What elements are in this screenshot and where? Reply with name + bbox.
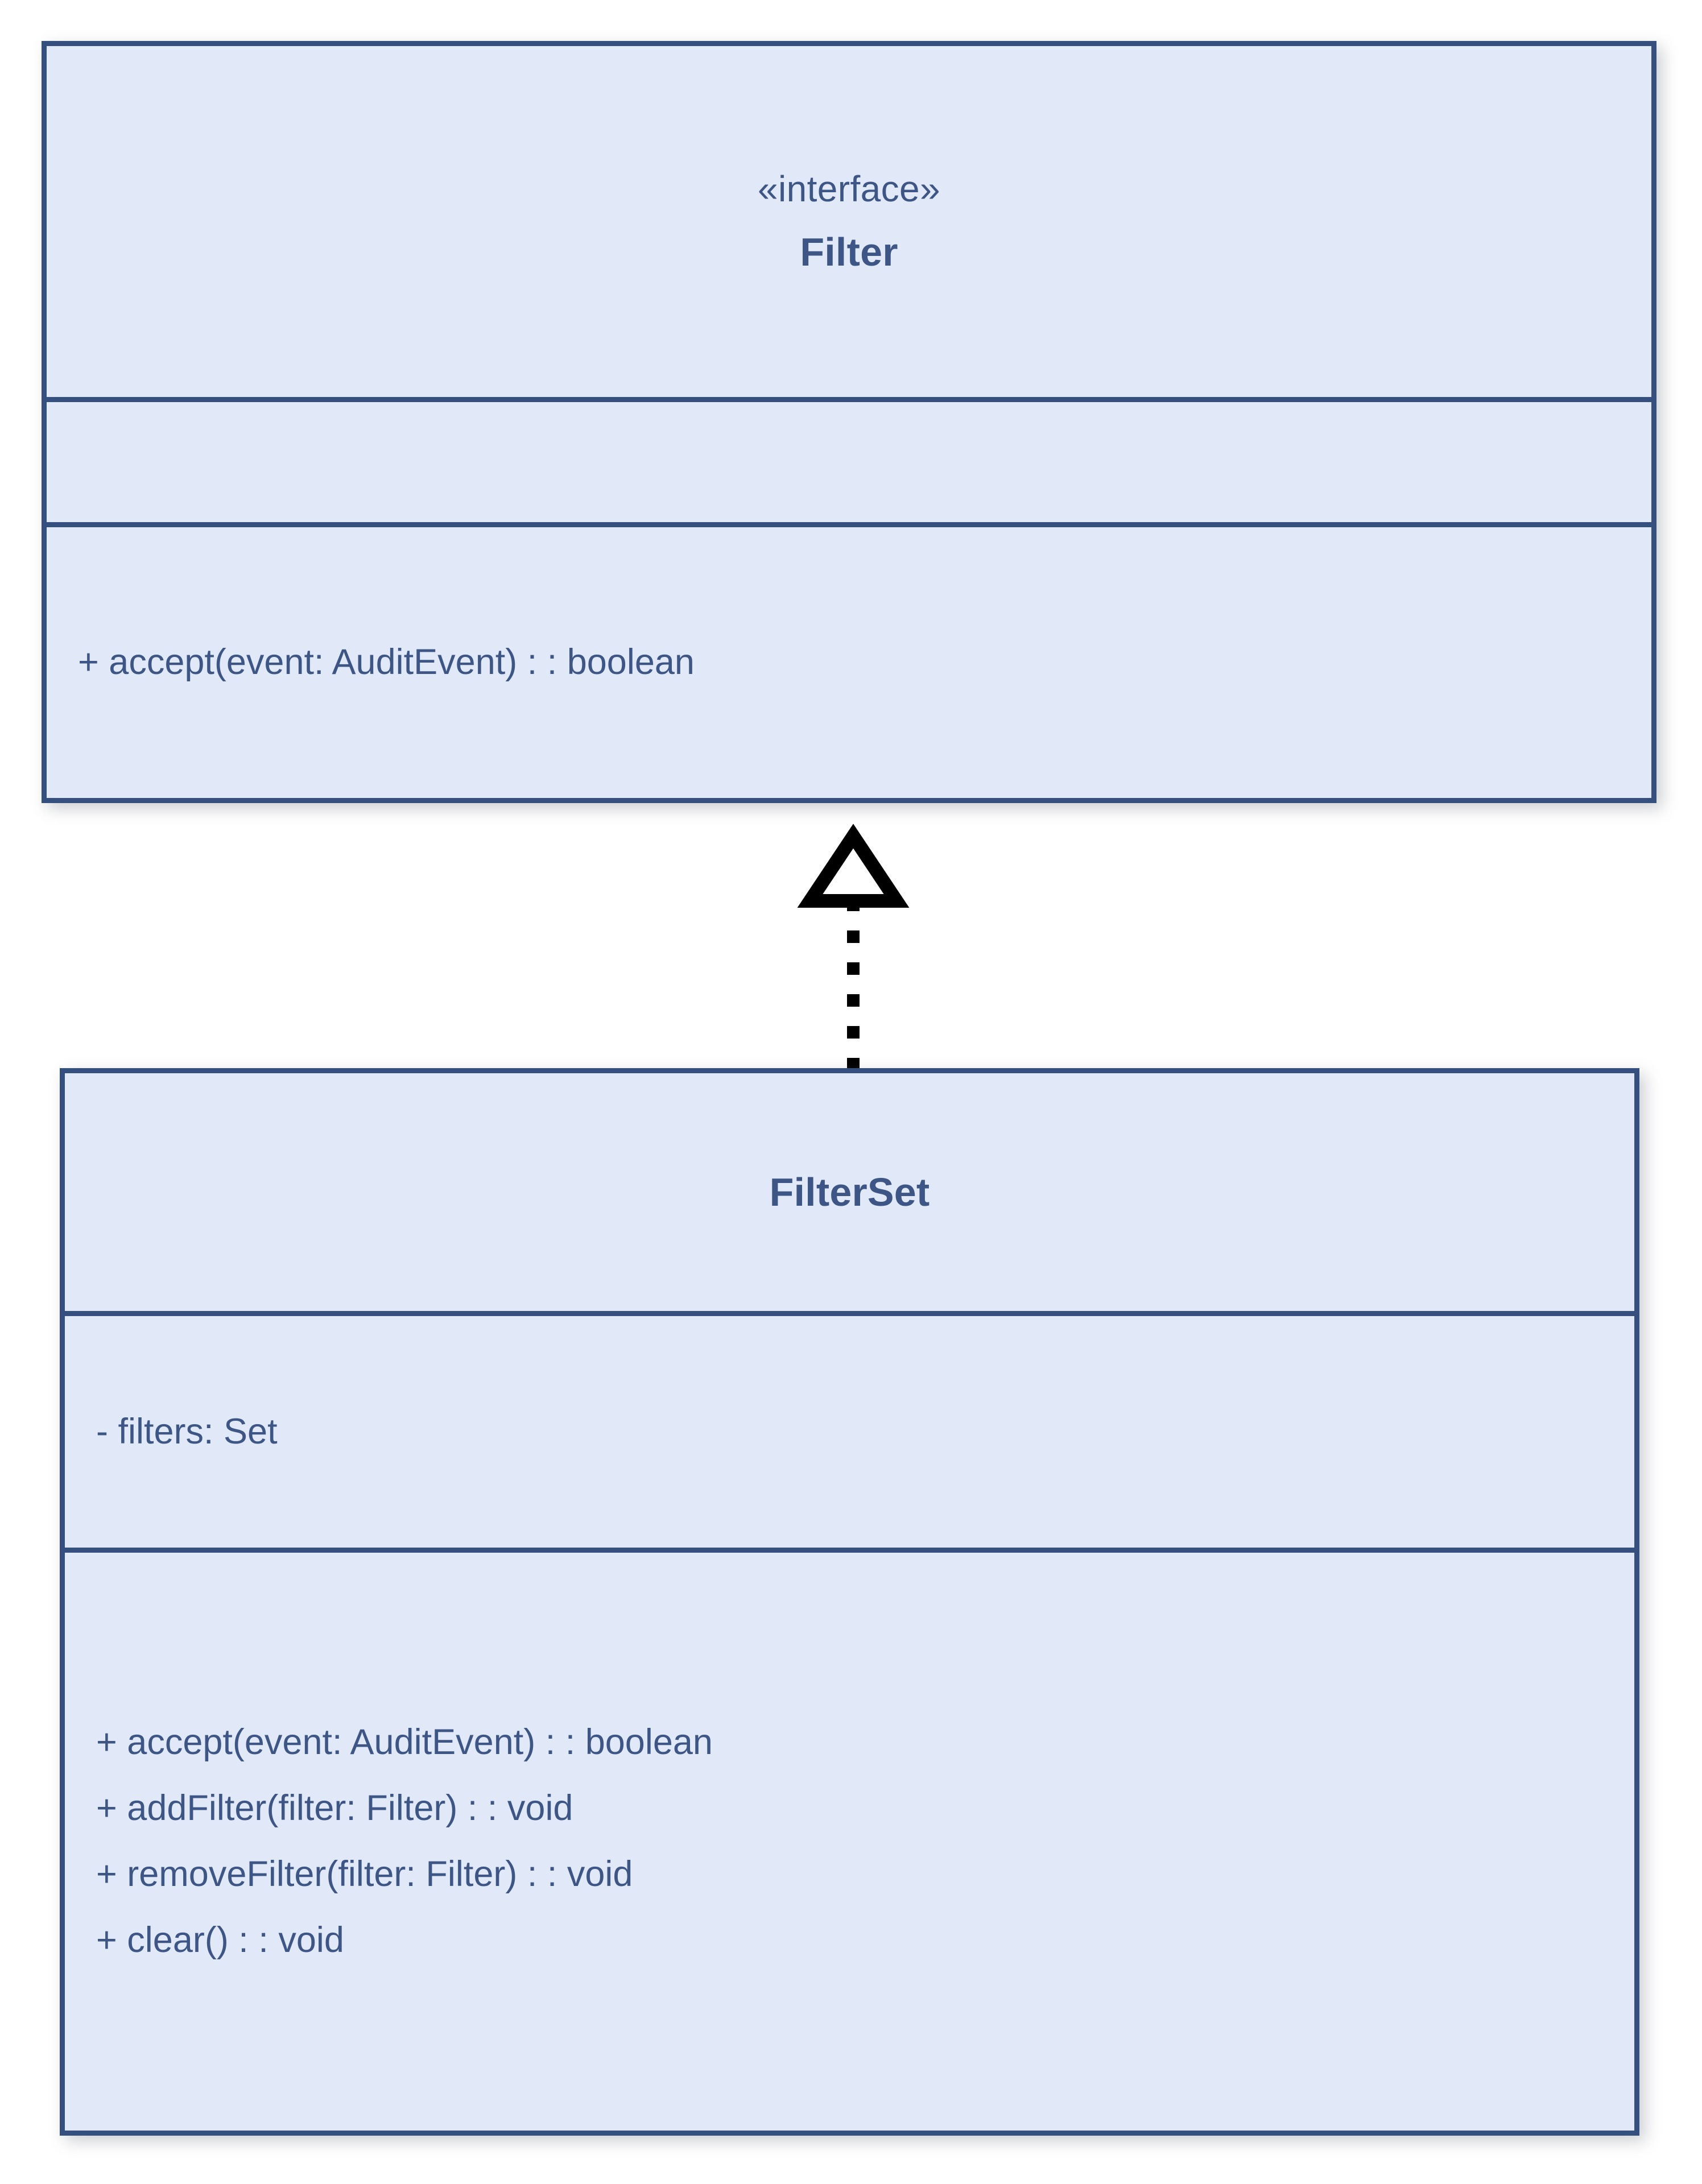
methods-compartment-filterset: + accept(event: AuditEvent) : : boolean … [65, 1548, 1634, 2131]
hollow-triangle-arrowhead-icon [797, 824, 910, 908]
attributes-compartment-filter [47, 397, 1651, 522]
method-row: + addFilter(filter: Filter) : : void [96, 1788, 573, 1829]
class-header-filterset: FilterSet [65, 1073, 1634, 1311]
uml-class-filter[interactable]: «interface» Filter + accept(event: Audit… [42, 41, 1656, 803]
methods-compartment-filter: + accept(event: AuditEvent) : : boolean [47, 522, 1651, 798]
method-row: + removeFilter(filter: Filter) : : void [96, 1854, 633, 1894]
uml-class-filterset[interactable]: FilterSet - filters: Set + accept(event:… [60, 1068, 1639, 2136]
method-row: + accept(event: AuditEvent) : : boolean [96, 1722, 713, 1763]
class-name-filter: Filter [800, 230, 898, 275]
class-name-filterset: FilterSet [769, 1169, 930, 1214]
method-row: + accept(event: AuditEvent) : : boolean [78, 642, 695, 682]
attribute-row: - filters: Set [96, 1411, 278, 1451]
method-row: + clear() : : void [96, 1920, 344, 1960]
realization-arrow-svg [797, 824, 910, 1070]
realization-connector [785, 803, 922, 1070]
class-header-filter: «interface» Filter [47, 46, 1651, 397]
stereotype-label: «interface» [757, 168, 941, 209]
attributes-compartment-filterset: - filters: Set [65, 1311, 1634, 1548]
